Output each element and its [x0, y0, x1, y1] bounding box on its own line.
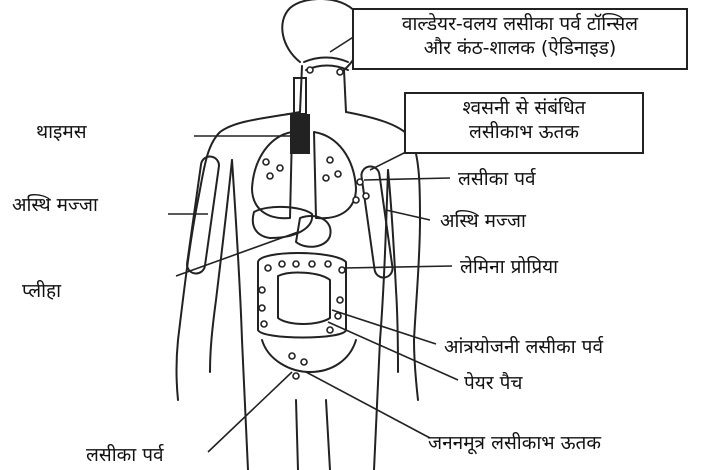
mesenteric-node-label: आंत्रयोजनी लसीका पर्व: [444, 336, 603, 358]
torso-left: [232, 160, 248, 470]
waldeyer-ring-label-line2: और कंठ-शालक (ऐडिनाइड): [360, 36, 680, 60]
left-arm-inner: [210, 160, 232, 372]
small-intestine: [278, 273, 330, 324]
lymph-node-bottom-label: लसीका पर्व: [86, 444, 164, 466]
lymph-node-right-label: लसीका पर्व: [458, 168, 536, 190]
respiratory-lymphoid-label-box: श्वसनी से संबंधित लसीकाभ ऊतक: [404, 92, 644, 154]
bone-marrow-left-label: अस्थि मज्जा: [12, 194, 98, 216]
pelvis: [262, 340, 356, 372]
legs-split: [296, 400, 330, 470]
respiratory-lymphoid-label-line1: श्वसनी से संबंधित: [412, 96, 636, 120]
bone-marrow-right-label: अस्थि मज्जा: [440, 210, 526, 232]
peyers-patch-label: पेयर पैच: [464, 372, 522, 394]
waldeyer-ring-label-box: वाल्डेयर-वलय लसीका पर्व टॉन्सिल और कंठ-श…: [352, 8, 688, 70]
head-outline: [282, 0, 361, 70]
respiratory-lymphoid-label-line2: लसीकाभ ऊतक: [412, 120, 636, 144]
waldeyer-ring-label-line1: वाल्डेयर-वलय लसीका पर्व टॉन्सिल: [360, 12, 680, 36]
right-arm-outline: [346, 112, 420, 400]
thymus-label: थाइमस: [36, 121, 87, 143]
urogenital-tissue-label: जननमूत्र लसीकाभ ऊतक: [428, 432, 601, 454]
thymus-block: [290, 114, 310, 154]
spleen-label: प्लीहा: [22, 280, 61, 302]
lamina-propria-label: लेमिना प्रोप्रिया: [460, 256, 558, 278]
